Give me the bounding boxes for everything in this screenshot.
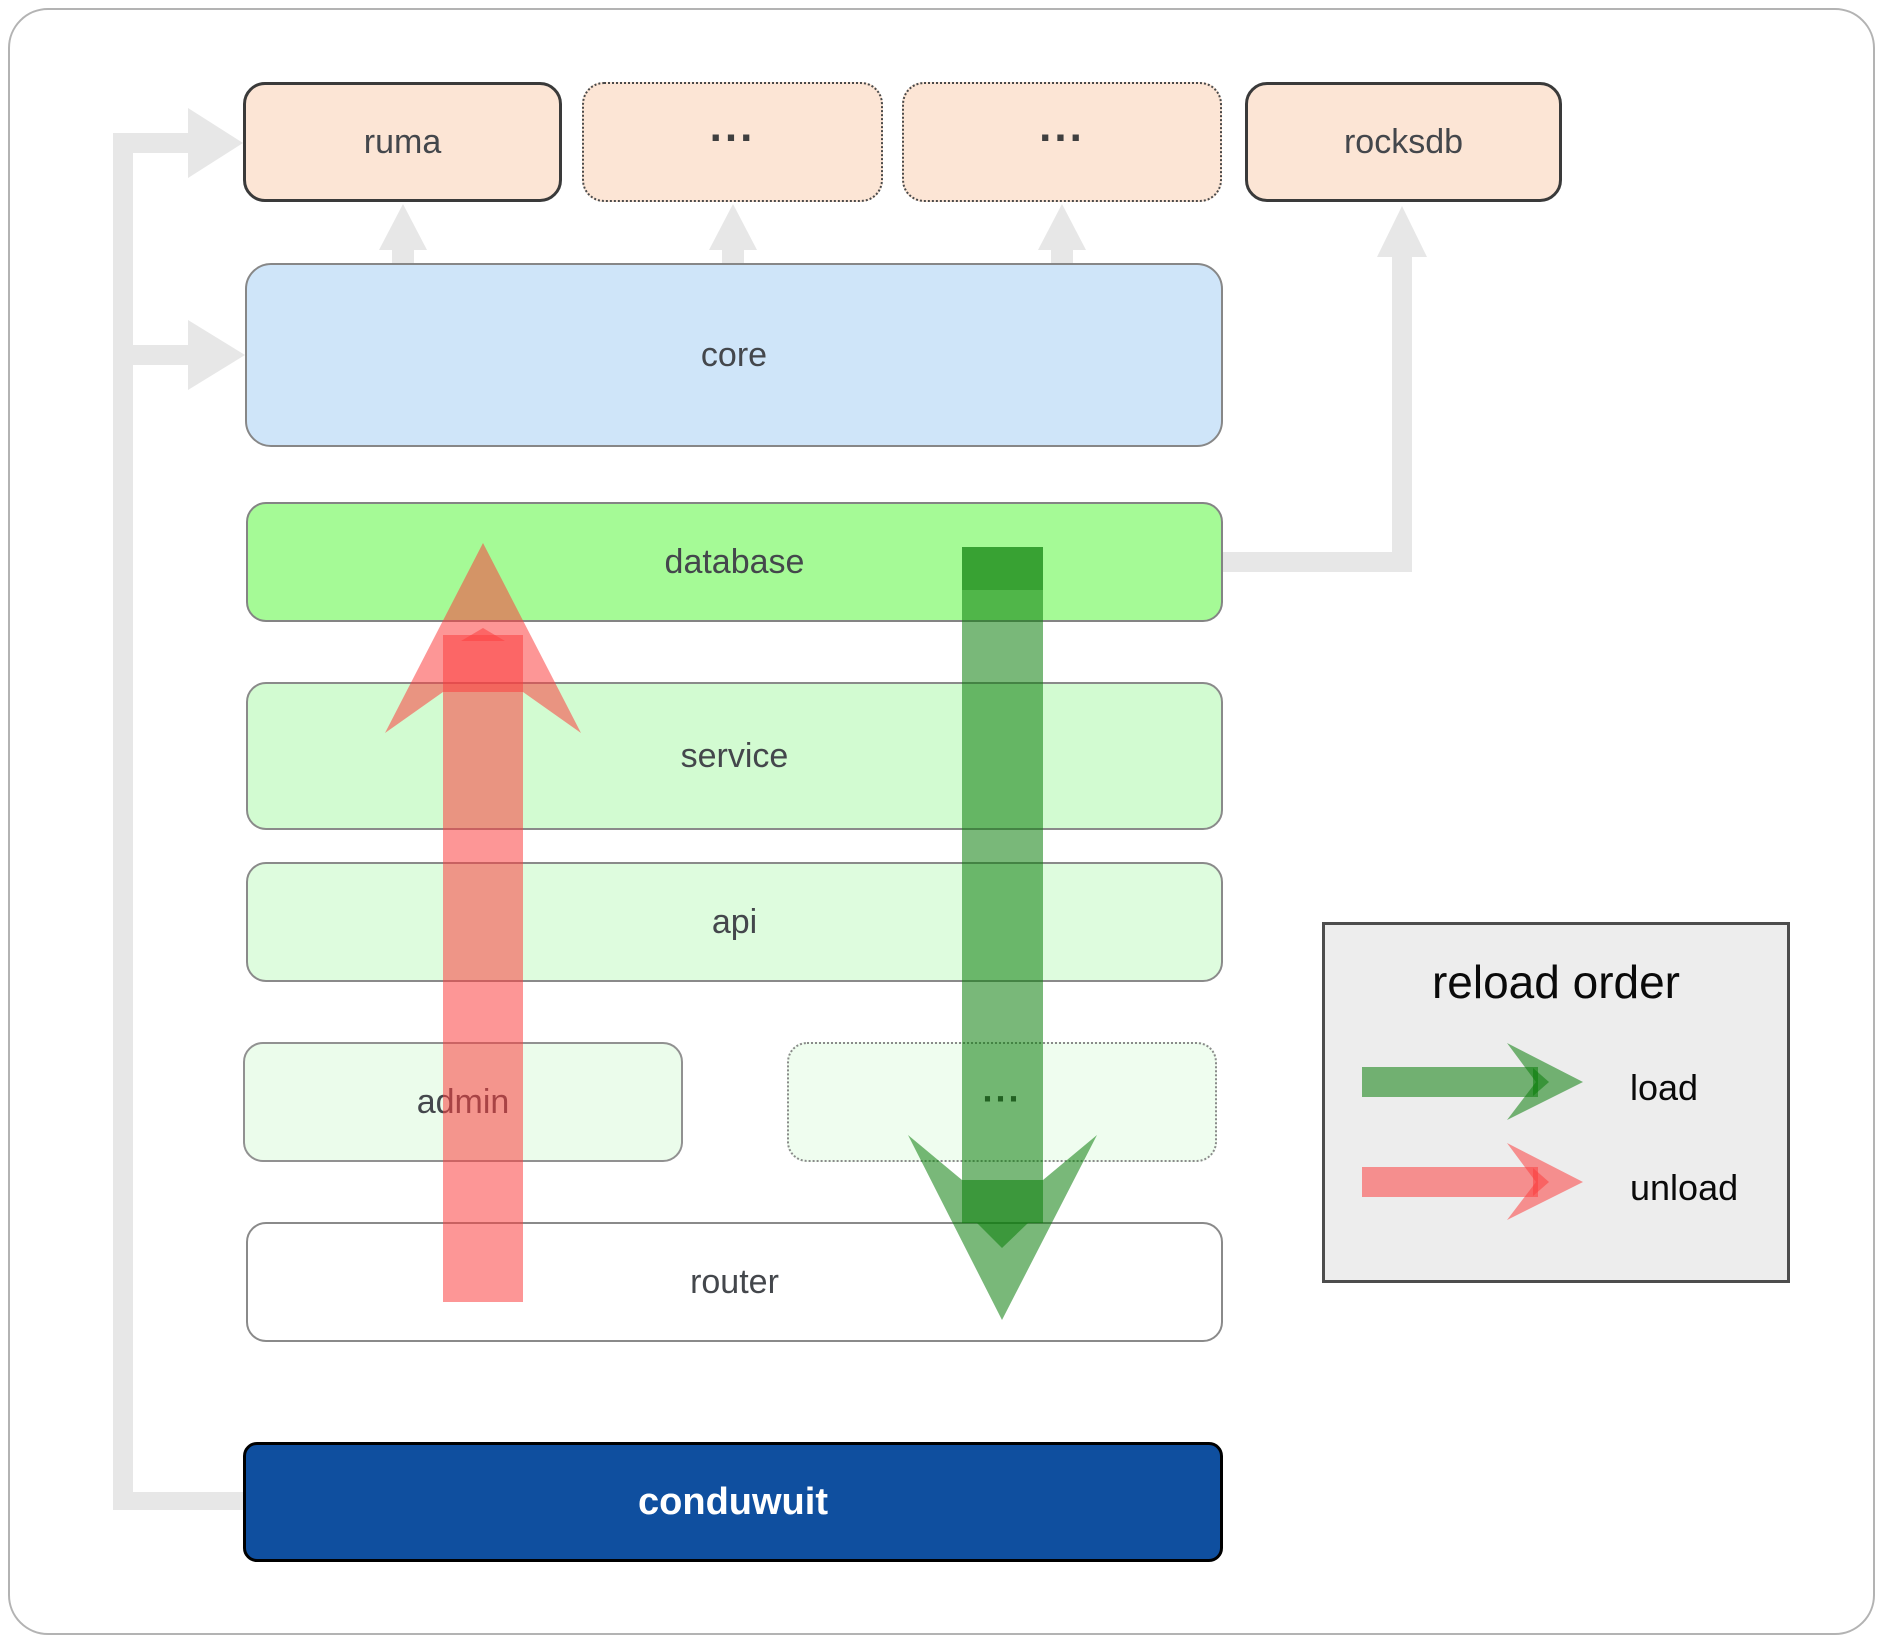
box-api-label: api <box>711 902 758 941</box>
box-rocksdb: rocksdb <box>1245 82 1562 202</box>
box-top-more-2-label: ... <box>1039 102 1085 151</box>
box-ruma-label: ruma <box>363 122 442 161</box>
box-api: api <box>246 862 1223 982</box>
box-top-more-1-label: ... <box>709 102 756 151</box>
box-router: router <box>246 1222 1223 1342</box>
legend-title: reload order <box>1431 956 1681 1008</box>
box-service: service <box>246 682 1223 830</box>
box-top-more-2: ... <box>902 82 1222 202</box>
box-service-label: service <box>680 736 789 775</box>
box-rocksdb-label: rocksdb <box>1343 122 1464 161</box>
legend-unload-label: unload <box>1630 1167 1739 1208</box>
box-top-more-1: ... <box>582 82 883 202</box>
box-conduwuit: conduwuit <box>243 1442 1223 1562</box>
box-admin: admin <box>243 1042 683 1162</box>
diagram-border <box>8 8 1875 1635</box>
legend-reload-order: reload order load unload <box>1322 922 1790 1283</box>
box-conduwuit-label: conduwuit <box>638 1480 828 1523</box>
box-database-label: database <box>664 542 805 581</box>
box-admin-more-label: ... <box>982 1068 1022 1110</box>
legend-load-label: load <box>1630 1067 1699 1108</box>
box-core-label: core <box>700 335 768 374</box>
box-ruma: ruma <box>243 82 562 202</box>
box-database: database <box>246 502 1223 622</box>
box-router-label: router <box>690 1262 779 1301</box>
box-admin-label: admin <box>416 1082 510 1121</box>
box-core: core <box>245 263 1223 447</box>
box-admin-more: ... <box>787 1042 1217 1162</box>
